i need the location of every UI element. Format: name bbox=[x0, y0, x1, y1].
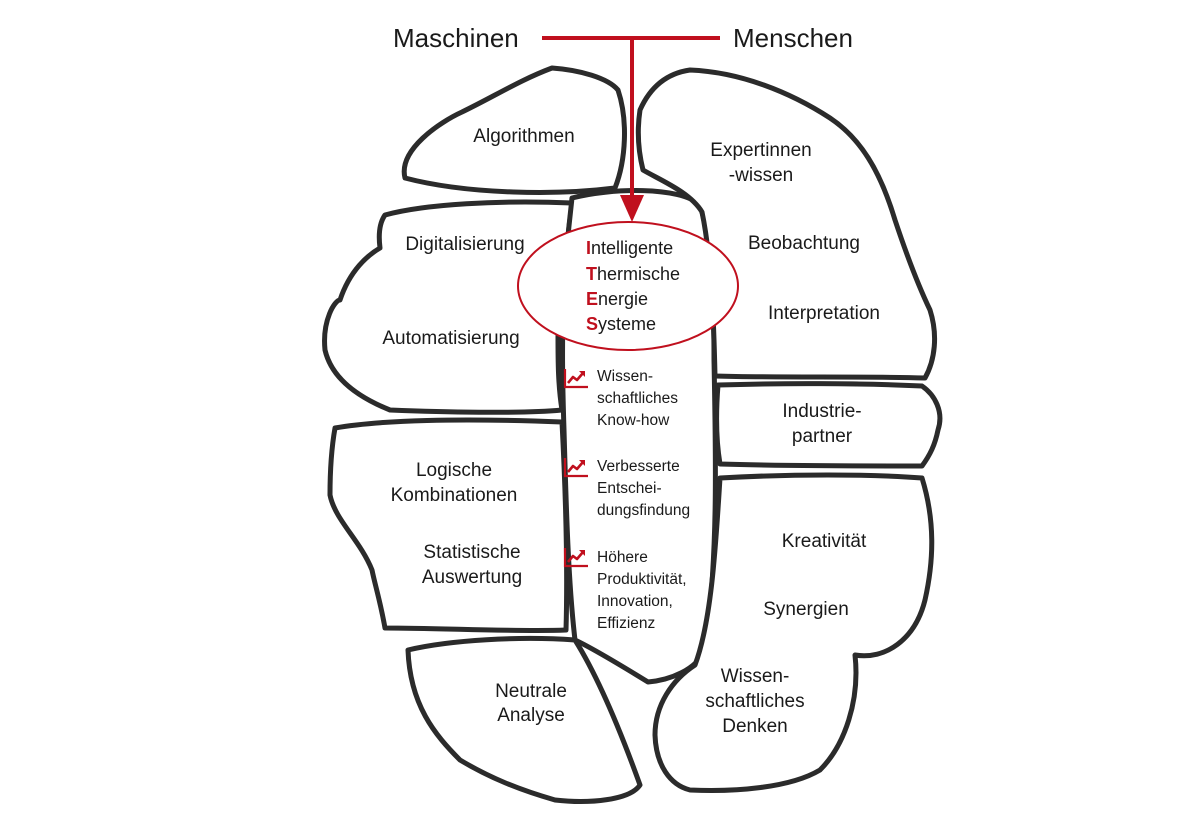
lobe-neutrale-analyse bbox=[405, 635, 643, 804]
label-beobachtung: Beobachtung bbox=[748, 233, 860, 254]
label-algorithmen: Algorithmen bbox=[473, 126, 574, 147]
label-wissen: -wissen bbox=[729, 165, 793, 186]
label-denken: Denken bbox=[722, 716, 788, 737]
label-statistische: Statistische bbox=[423, 542, 520, 563]
label-industrie: Industrie- bbox=[782, 401, 861, 422]
label-interpretation: Interpretation bbox=[768, 303, 880, 324]
benefit-2: Verbesserte Entschei- dungsfindung bbox=[563, 456, 690, 519]
lobe-kreativitaet bbox=[652, 472, 935, 793]
lobe-industriepartner bbox=[714, 381, 943, 469]
label-digitalisierung: Digitalisierung bbox=[405, 234, 524, 255]
label-neutrale: Neutrale bbox=[495, 681, 567, 702]
benefit-1: Wissen- schaftliches Know-how bbox=[563, 367, 678, 429]
header-menschen: Menschen bbox=[733, 23, 853, 53]
svg-text:Produktivität,: Produktivität, bbox=[597, 571, 687, 588]
benefit-3: Höhere Produktivität, Innovation, Effizi… bbox=[563, 546, 687, 632]
svg-text:dungsfindung: dungsfindung bbox=[597, 502, 690, 519]
label-expertinnen: Expertinnen bbox=[710, 140, 811, 161]
svg-text:Effizienz: Effizienz bbox=[597, 615, 655, 632]
svg-text:Innovation,: Innovation, bbox=[597, 593, 673, 610]
label-synergien: Synergien bbox=[763, 599, 849, 620]
svg-text:Entschei-: Entschei- bbox=[597, 480, 662, 497]
svg-text:Systeme: Systeme bbox=[586, 314, 656, 334]
header-maschinen: Maschinen bbox=[393, 23, 519, 53]
svg-text:Wissen-: Wissen- bbox=[597, 368, 653, 385]
label-analyse: Analyse bbox=[497, 705, 565, 726]
label-wissen2: Wissen- bbox=[721, 666, 790, 687]
lobe-logik bbox=[327, 417, 570, 634]
label-partner: partner bbox=[792, 426, 853, 447]
svg-text:Thermische: Thermische bbox=[586, 264, 680, 284]
label-schaftliches: schaftliches bbox=[705, 691, 804, 712]
svg-text:schaftliches: schaftliches bbox=[597, 390, 678, 407]
label-automatisierung: Automatisierung bbox=[382, 328, 519, 349]
svg-text:Höhere: Höhere bbox=[597, 549, 648, 566]
label-auswertung: Auswertung bbox=[422, 567, 522, 588]
svg-text:Energie: Energie bbox=[586, 289, 648, 309]
label-kreativitaet: Kreativität bbox=[782, 531, 867, 552]
ites-ellipse bbox=[517, 221, 739, 351]
lobe-algorithmen bbox=[401, 65, 627, 195]
svg-text:Know-how: Know-how bbox=[597, 412, 670, 429]
ites-label: Intelligente Thermische Energie Systeme bbox=[586, 238, 680, 334]
label-logische: Logische bbox=[416, 460, 492, 481]
connector-arrowhead bbox=[620, 195, 644, 222]
svg-text:Intelligente: Intelligente bbox=[586, 238, 673, 258]
svg-text:Verbesserte: Verbesserte bbox=[597, 458, 680, 475]
label-kombinationen: Kombinationen bbox=[391, 485, 518, 506]
